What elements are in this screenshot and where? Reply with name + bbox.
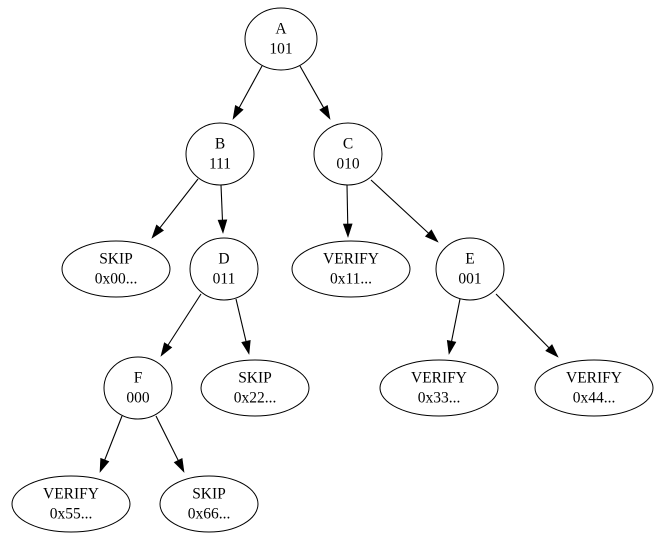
node-label-secondary: 0x44... (573, 390, 616, 407)
edge-b-to-skip00 (151, 178, 199, 239)
arrow-head-icon (319, 105, 331, 120)
edge-c-to-e (370, 179, 439, 243)
node-label-primary: F (134, 370, 143, 387)
graph-node-skip00[interactable]: SKIP 0x00... (61, 240, 171, 298)
node-label-secondary: 011 (213, 271, 236, 288)
arrow-head-icon (160, 342, 173, 357)
node-shape-ellipse (379, 359, 499, 417)
edges-layer (99, 65, 559, 473)
edge-line (495, 293, 551, 350)
node-label-secondary: 111 (209, 156, 231, 173)
node-label-secondary: 010 (336, 156, 360, 173)
arrow-head-icon (342, 223, 353, 238)
node-label-primary: SKIP (99, 251, 133, 268)
graph-node-d[interactable]: D 011 (189, 237, 259, 301)
graph-node-ver44[interactable]: VERIFY 0x44... (534, 359, 654, 417)
graph-node-b[interactable]: B 111 (185, 122, 255, 186)
edge-line (235, 298, 248, 344)
node-label-secondary: 0x11... (330, 271, 372, 288)
graph-node-skip22[interactable]: SKIP 0x22... (200, 359, 310, 417)
edge-line (155, 415, 180, 463)
arrow-head-icon (446, 340, 457, 355)
node-label-primary: SKIP (238, 370, 272, 387)
graph-node-ver33[interactable]: VERIFY 0x33... (379, 359, 499, 417)
node-label-secondary: 0x55... (50, 506, 93, 523)
node-shape-circle (189, 237, 259, 301)
edge-line (220, 184, 224, 223)
edge-e-to-ver44 (495, 293, 559, 358)
node-shape-ellipse (200, 359, 310, 417)
arrow-head-icon (173, 457, 185, 473)
arrow-head-icon (241, 339, 251, 355)
node-label-secondary: 0x22... (234, 390, 277, 407)
node-label-secondary: 0x66... (188, 506, 231, 523)
node-shape-ellipse (11, 475, 131, 533)
edge-c-to-ver11 (342, 184, 353, 238)
nodes-layer: A101B111C010SKIP0x00...D011VERIFY0x11...… (11, 7, 654, 533)
edge-line (450, 298, 461, 344)
edge-line (346, 184, 349, 227)
node-shape-circle (435, 237, 505, 301)
node-label-secondary: 101 (269, 41, 292, 58)
graph-node-ver11[interactable]: VERIFY 0x11... (291, 240, 411, 298)
edge-a-to-c (299, 65, 331, 120)
edge-d-to-skip22 (235, 298, 251, 355)
edge-e-to-ver33 (446, 298, 461, 355)
node-shape-circle (244, 7, 318, 71)
graph-node-skip66[interactable]: SKIP 0x66... (159, 475, 259, 533)
arrow-head-icon (151, 224, 164, 239)
node-label-primary: A (275, 21, 287, 38)
edge-f-to-skip66 (155, 415, 185, 473)
node-shape-ellipse (291, 240, 411, 298)
edge-line (299, 65, 326, 110)
arrow-head-icon (545, 344, 559, 358)
graph-node-f[interactable]: F 000 (103, 356, 173, 420)
arrow-head-icon (424, 229, 439, 243)
arrow-head-icon (232, 105, 244, 120)
node-label-primary: B (215, 136, 225, 153)
graph-node-c[interactable]: C 010 (313, 122, 383, 186)
node-shape-circle (313, 122, 383, 186)
node-shape-ellipse (159, 475, 259, 533)
node-shape-ellipse (61, 240, 171, 298)
arrow-head-icon (217, 219, 228, 234)
edge-b-to-d (217, 184, 228, 234)
node-shape-circle (185, 122, 255, 186)
edge-line (237, 65, 263, 110)
node-label-primary: VERIFY (411, 370, 467, 387)
node-label-primary: C (343, 136, 353, 153)
node-label-secondary: 0x33... (418, 390, 461, 407)
graph-node-a[interactable]: A 101 (244, 7, 318, 71)
node-label-primary: D (218, 251, 229, 268)
edge-line (166, 293, 202, 348)
node-label-primary: SKIP (192, 486, 226, 503)
edge-line (103, 415, 123, 462)
edge-line (370, 179, 431, 235)
node-label-primary: VERIFY (43, 486, 99, 503)
graph-node-ver55[interactable]: VERIFY 0x55... (11, 475, 131, 533)
edge-f-to-ver55 (99, 415, 123, 473)
edge-d-to-f (160, 293, 202, 357)
arrow-head-icon (99, 457, 110, 473)
node-shape-ellipse (534, 359, 654, 417)
node-label-secondary: 001 (458, 271, 481, 288)
node-label-primary: VERIFY (566, 370, 622, 387)
node-label-secondary: 0x00... (95, 271, 138, 288)
node-label-secondary: 000 (126, 390, 150, 407)
edge-line (158, 178, 199, 230)
node-label-primary: VERIFY (323, 251, 379, 268)
node-label-primary: E (465, 251, 474, 268)
node-shape-circle (103, 356, 173, 420)
edge-a-to-b (232, 65, 263, 120)
graph-node-e[interactable]: E 001 (435, 237, 505, 301)
